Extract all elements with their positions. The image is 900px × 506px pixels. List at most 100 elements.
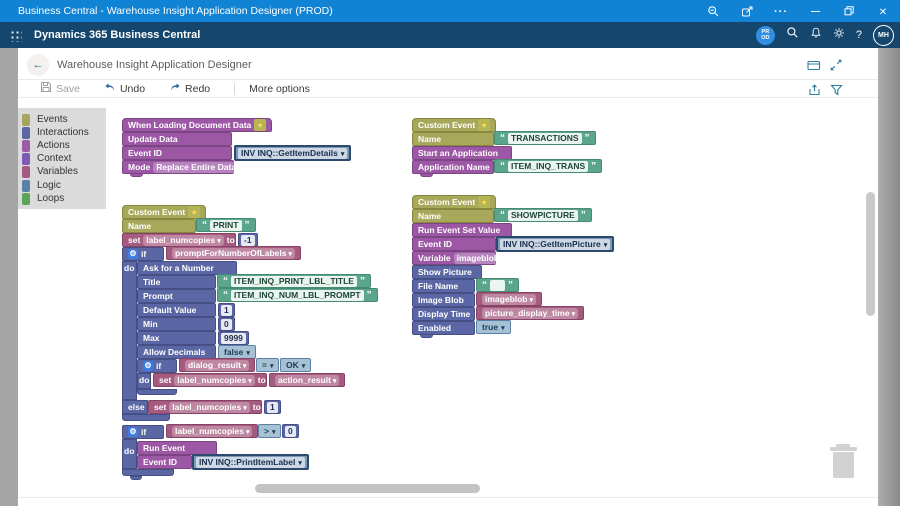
number-block[interactable]: 9999	[218, 331, 249, 345]
toolbox-category-events[interactable]: Events	[22, 113, 102, 126]
row-prompt[interactable]: Prompt	[137, 289, 216, 303]
block-custom-event-showpicture[interactable]: Custom Event	[412, 195, 496, 209]
popout-icon[interactable]	[730, 0, 764, 22]
dropdown-variable[interactable]: picture_display_time	[482, 308, 578, 319]
row-event-id[interactable]: Event ID	[137, 455, 192, 469]
zoom-out-icon[interactable]	[696, 0, 730, 22]
help-icon[interactable]: ?	[856, 29, 862, 41]
save-button[interactable]: Save	[40, 81, 80, 96]
avatar[interactable]: MH	[873, 25, 894, 46]
star-icon[interactable]	[254, 119, 266, 131]
row-name[interactable]: Name	[412, 209, 494, 223]
number-block[interactable]: -1	[238, 233, 258, 247]
dropdown-ok[interactable]: OK	[280, 358, 311, 372]
mutator-gear-icon[interactable]	[128, 427, 138, 437]
variable-block-imageblob[interactable]: imageblob	[476, 292, 542, 306]
row-event-id[interactable]: Event ID	[122, 146, 232, 160]
dropdown-variable[interactable]: label_numcopies	[143, 235, 223, 246]
toolbox-category-context[interactable]: Context	[22, 152, 102, 165]
row-mode[interactable]: Mode Replace Entire Data	[122, 160, 234, 174]
variable-block-action-result[interactable]: action_result	[269, 373, 345, 387]
star-icon[interactable]	[188, 206, 200, 218]
row-max[interactable]: Max	[137, 331, 216, 345]
notifications-bell-icon[interactable]	[810, 26, 822, 44]
brand-title[interactable]: Dynamics 365 Business Central	[34, 29, 200, 41]
block-if[interactable]: if	[137, 359, 177, 373]
text-block-item-inq-trans[interactable]: ITEM_INQ_TRANS	[494, 159, 602, 173]
trash-icon[interactable]	[833, 452, 854, 478]
trash-icon[interactable]	[830, 447, 857, 451]
text-block-num-lbl-prompt[interactable]: ITEM_INQ_NUM_LBL_PROMPT	[217, 288, 378, 302]
number-block[interactable]: 0	[218, 317, 235, 331]
toolbox-category-interactions[interactable]: Interactions	[22, 126, 102, 139]
text-block-print-lbl-title[interactable]: ITEM_INQ_PRINT_LBL_TITLE	[217, 274, 371, 288]
row-enabled[interactable]: Enabled	[412, 321, 475, 335]
restore-icon[interactable]	[832, 0, 866, 22]
more-window-options-icon[interactable]	[764, 0, 798, 22]
open-designer-icon[interactable]	[806, 58, 822, 72]
if-block-bottom[interactable]	[137, 389, 177, 395]
close-icon[interactable]	[866, 0, 900, 22]
row-event-id[interactable]: Event ID	[412, 237, 496, 251]
row-image-blob[interactable]: Image Blob	[412, 293, 475, 307]
row-application-name[interactable]: Application Name	[412, 160, 494, 174]
if-block-spine[interactable]	[122, 261, 137, 400]
block-show-picture[interactable]: Show Picture	[412, 265, 482, 279]
block-run-event-set-value[interactable]: Run Event Set Value	[412, 223, 512, 237]
waffle-menu-icon[interactable]	[9, 29, 22, 42]
back-button[interactable]	[27, 54, 49, 76]
dropdown-variable[interactable]: label_numcopies	[174, 375, 254, 386]
row-min[interactable]: Min	[137, 317, 216, 331]
toolbox-category-actions[interactable]: Actions	[22, 139, 102, 152]
row-variable[interactable]: Variable imageblob	[412, 251, 496, 265]
horizontal-scrollbar[interactable]	[255, 484, 480, 493]
dropdown-operator[interactable]: =	[256, 358, 279, 372]
mutator-gear-icon[interactable]	[128, 249, 138, 259]
text-block-transactions[interactable]: TRANSACTIONS	[494, 131, 596, 145]
dropdown-operator[interactable]: >	[258, 424, 281, 438]
mutator-gear-icon[interactable]	[143, 361, 153, 371]
minimize-icon[interactable]	[798, 0, 832, 22]
variable-block-promptfornumberoflabels[interactable]: promptForNumberOfLabels	[166, 246, 301, 260]
variable-block-label-numcopies[interactable]: label_numcopies	[166, 424, 258, 438]
dropdown-variable[interactable]: imageblob	[482, 294, 536, 305]
dropdown-variable[interactable]: label_numcopies	[169, 402, 249, 413]
number-block[interactable]: 1	[218, 303, 235, 317]
row-display-time[interactable]: Display Time	[412, 307, 475, 321]
focus-mode-icon[interactable]	[828, 58, 844, 72]
dropdown-event-id[interactable]: INV INQ::GetItemPicture	[496, 236, 614, 252]
toolbox-category-logic[interactable]: Logic	[22, 179, 102, 192]
star-icon[interactable]	[478, 196, 490, 208]
dropdown-false[interactable]: false	[218, 345, 256, 359]
toolbox-category-loops[interactable]: Loops	[22, 192, 102, 205]
more-options-button[interactable]: More options	[249, 83, 310, 95]
undo-button[interactable]: Undo	[104, 82, 145, 96]
text-block-showpicture[interactable]: SHOWPICTURE	[494, 208, 592, 222]
settings-gear-icon[interactable]	[833, 26, 845, 44]
share-icon[interactable]	[806, 83, 822, 97]
if-block-bottom[interactable]	[122, 414, 170, 421]
star-icon[interactable]	[478, 119, 490, 131]
dropdown-event-id[interactable]: INV INQ::PrintItemLabel	[192, 454, 309, 470]
block-set-variable[interactable]: set label_numcopies to	[148, 400, 262, 414]
block-if[interactable]: if	[122, 247, 164, 261]
variable-block-dialog-result[interactable]: dialog_result	[179, 358, 255, 372]
row-title[interactable]: Title	[137, 275, 216, 289]
row-name[interactable]: Name	[412, 132, 494, 146]
text-block-empty[interactable]	[476, 278, 519, 292]
block-set-variable[interactable]: set label_numcopies to	[122, 233, 236, 247]
block-ask-for-a-number[interactable]: Ask for a Number	[137, 261, 237, 275]
block-set-variable[interactable]: set label_numcopies to	[153, 373, 267, 387]
vertical-scrollbar[interactable]	[866, 192, 875, 316]
dropdown-true[interactable]: true	[476, 320, 511, 334]
dropdown-variable[interactable]: imageblob	[454, 253, 508, 264]
row-name[interactable]: Name	[122, 219, 196, 233]
number-block[interactable]: 1	[264, 400, 281, 414]
text-block-print[interactable]: PRINT	[196, 218, 256, 232]
dropdown-variable[interactable]: action_result	[275, 375, 339, 386]
dropdown-variable[interactable]: promptForNumberOfLabels	[172, 248, 295, 259]
block-start-an-application[interactable]: Start an Application	[412, 146, 512, 160]
block-custom-event-print[interactable]: Custom Event	[122, 205, 206, 219]
block-run-event[interactable]: Run Event	[137, 441, 217, 455]
block-update-data[interactable]: Update Data	[122, 132, 232, 146]
